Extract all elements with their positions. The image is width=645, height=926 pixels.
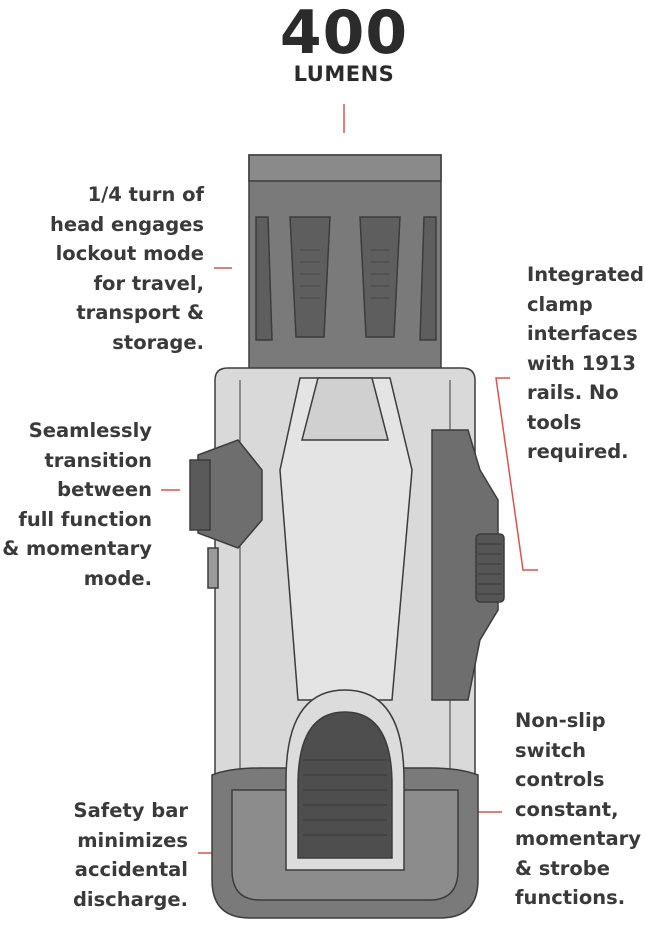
callout-clamp: Integrated clamp interfaces with 1913 ra… — [527, 260, 644, 467]
callout-safety-bar: Safety bar minimizes accidental discharg… — [40, 796, 188, 914]
callout-mode-switch: Seamlessly transition between full funct… — [0, 416, 152, 593]
callout-line: clamp — [527, 292, 593, 316]
callout-line: Integrated — [527, 263, 644, 286]
callout-line: tools — [527, 410, 582, 434]
callout-line: head engages — [49, 212, 204, 236]
callout-line: momentary — [515, 827, 641, 850]
callout-line: accidental — [74, 858, 188, 881]
callout-line: controls — [515, 768, 605, 791]
lumens-unit: LUMENS — [293, 62, 395, 86]
callout-line: & strobe — [515, 856, 610, 880]
callout-line: full function — [18, 507, 152, 531]
callout-line: Non-slip — [515, 709, 606, 732]
callout-line: Seamlessly — [28, 419, 152, 442]
callout-line: Safety bar — [73, 799, 188, 822]
mode-switch — [189, 439, 263, 589]
callout-line: functions. — [515, 886, 626, 909]
callout-line: transport & — [76, 301, 204, 324]
callout-line: discharge. — [72, 887, 188, 911]
callout-line: required. — [527, 440, 629, 463]
rail-clamp — [431, 429, 505, 701]
callout-line: interfaces — [527, 322, 638, 345]
leader-clamp — [495, 377, 538, 571]
light-body — [214, 367, 476, 781]
switch-pad — [285, 689, 405, 871]
callout-line: between — [57, 478, 152, 501]
callout-switch: Non-slip switch controls constant, momen… — [515, 706, 643, 913]
callout-line: 1/4 turn of — [87, 183, 204, 206]
callout-line: & momentary — [2, 537, 152, 560]
callout-line: lockout mode — [55, 242, 204, 265]
callout-line: for travel, — [93, 271, 204, 295]
callout-line: constant, — [515, 797, 619, 821]
callout-line: mode. — [83, 566, 152, 590]
callout-line: with 1913 — [527, 351, 636, 375]
callout-line: transition — [44, 448, 152, 472]
light-head — [248, 154, 442, 371]
callout-line: storage. — [112, 330, 204, 354]
lumens-value: 400 — [279, 0, 409, 68]
callout-head-lockout: 1/4 turn of head engages lockout mode fo… — [28, 180, 204, 357]
callout-line: switch — [515, 738, 587, 762]
callout-line: minimizes — [77, 828, 188, 852]
callout-line: rails. No — [527, 381, 619, 404]
